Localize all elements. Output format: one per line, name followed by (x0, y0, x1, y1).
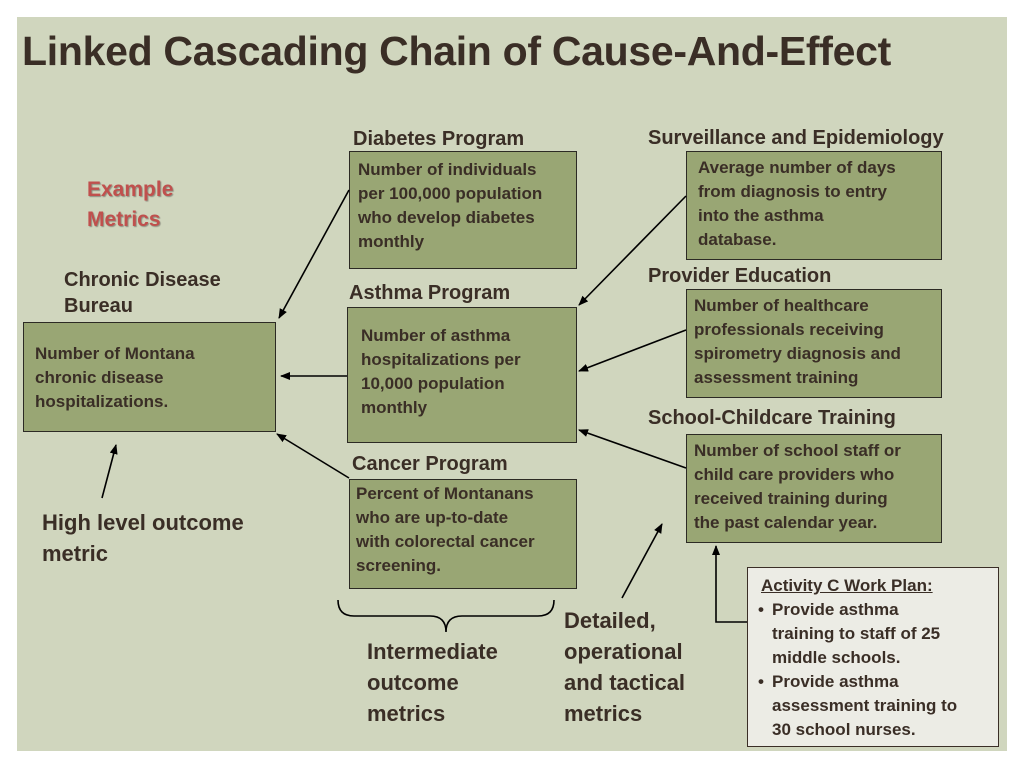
high-level-outcome-label: High level outcome metric (42, 507, 244, 569)
box-line: Number of Montana (35, 344, 195, 363)
asthma-box: Number of asthma hospitalizations per 10… (347, 307, 577, 443)
chronic-disease-heading: Chronic Disease Bureau (64, 267, 221, 319)
arrow-diabetes-to-chronic (278, 189, 350, 319)
bullet-icon: • (758, 672, 764, 691)
box-line: professionals receiving (694, 320, 884, 339)
intermediate-outcome-label: Intermediate outcome metrics (367, 636, 498, 729)
work-plan-line: training to staff of 25 (772, 624, 941, 643)
box-line: child care providers who (694, 465, 895, 484)
arrow-high-level-label (101, 444, 118, 499)
bullet-icon: • (758, 600, 764, 619)
box-line: monthly (361, 398, 428, 417)
page-title: Linked Cascading Chain of Cause-And-Effe… (22, 28, 892, 74)
heading-line: Chronic Disease (64, 269, 221, 291)
box-line: hospitalizations per (361, 350, 521, 369)
work-plan-item: • Provide asthma training to staff of 25… (758, 598, 990, 670)
box-line: Number of healthcare (694, 296, 869, 315)
arrow-school-to-asthma (578, 429, 687, 469)
diabetes-heading: Diabetes Program (353, 128, 525, 150)
work-plan-title: Activity C Work Plan: (761, 576, 933, 595)
label-line: High level outcome (42, 510, 244, 535)
box-line: Percent of Montanans (356, 484, 534, 503)
cancer-box: Percent of Montanans who are up-to-date … (349, 479, 577, 589)
box-line: assessment training (694, 368, 859, 387)
chronic-disease-box: Number of Montana chronic disease hospit… (23, 322, 276, 432)
work-plan-line: Provide asthma (772, 672, 899, 691)
label-line: metrics (367, 701, 446, 726)
label-line: metric (42, 541, 109, 566)
box-line: with colorectal cancer (356, 532, 535, 551)
box-line: from diagnosis to entry (698, 182, 887, 201)
box-line: screening. (356, 556, 442, 575)
arrow-work-plan-to-school (712, 545, 747, 623)
school-childcare-box: Number of school staff or child care pro… (686, 434, 942, 543)
box-line: who develop diabetes (358, 208, 535, 227)
label-line: Detailed, (564, 608, 656, 633)
surveillance-heading: Surveillance and Epidemiology (648, 127, 944, 149)
work-plan-item: • Provide asthma assessment training to … (758, 670, 990, 742)
label-line: outcome (367, 670, 459, 695)
work-plan-line: Provide asthma (772, 600, 899, 619)
asthma-heading: Asthma Program (349, 282, 511, 304)
arrow-provider-to-asthma (578, 329, 687, 372)
box-line: into the asthma (698, 206, 824, 225)
heading-line: Bureau (64, 295, 133, 317)
box-line: Number of school staff or (694, 441, 901, 460)
box-line: chronic disease (35, 368, 164, 387)
provider-education-box: Number of healthcare professionals recei… (686, 289, 942, 398)
label-line: Intermediate (367, 639, 498, 664)
example-metrics-label: Example Metrics (87, 175, 173, 235)
diabetes-box: Number of individuals per 100,000 popula… (349, 151, 577, 269)
box-line: database. (698, 230, 777, 249)
work-plan-line: assessment training to (772, 696, 958, 715)
activity-work-plan-box: Activity C Work Plan: • Provide asthma t… (747, 567, 999, 747)
box-line: hospitalizations. (35, 392, 169, 411)
box-line: 10,000 population (361, 374, 505, 393)
label-line: and tactical (564, 670, 686, 695)
box-line: per 100,000 population (358, 184, 543, 203)
school-childcare-heading: School-Childcare Training (648, 407, 896, 429)
provider-education-heading: Provider Education (648, 265, 832, 287)
label-line: metrics (564, 701, 643, 726)
arrow-detailed-label (621, 523, 663, 599)
arrow-surveillance-to-asthma (578, 195, 687, 306)
work-plan-line: 30 school nurses. (772, 720, 916, 739)
work-plan-line: middle schools. (772, 648, 901, 667)
box-line: spirometry diagnosis and (694, 344, 901, 363)
detailed-metrics-label: Detailed, operational and tactical metri… (564, 605, 685, 729)
box-line: the past calendar year. (694, 513, 878, 532)
example-metrics-line: Metrics (87, 208, 161, 231)
label-line: operational (564, 639, 683, 664)
intermediate-brace (337, 599, 555, 633)
work-plan-list: • Provide asthma training to staff of 25… (758, 598, 990, 742)
surveillance-box: Average number of days from diagnosis to… (686, 151, 942, 260)
box-line: who are up-to-date (356, 508, 509, 527)
arrow-cancer-to-chronic (276, 433, 350, 479)
box-line: received training during (694, 489, 888, 508)
box-line: monthly (358, 232, 425, 251)
box-line: Number of individuals (358, 160, 537, 179)
box-line: Average number of days (698, 158, 896, 177)
cancer-heading: Cancer Program (352, 453, 508, 475)
box-line: Number of asthma (361, 326, 511, 345)
example-metrics-line: Example (87, 178, 174, 201)
